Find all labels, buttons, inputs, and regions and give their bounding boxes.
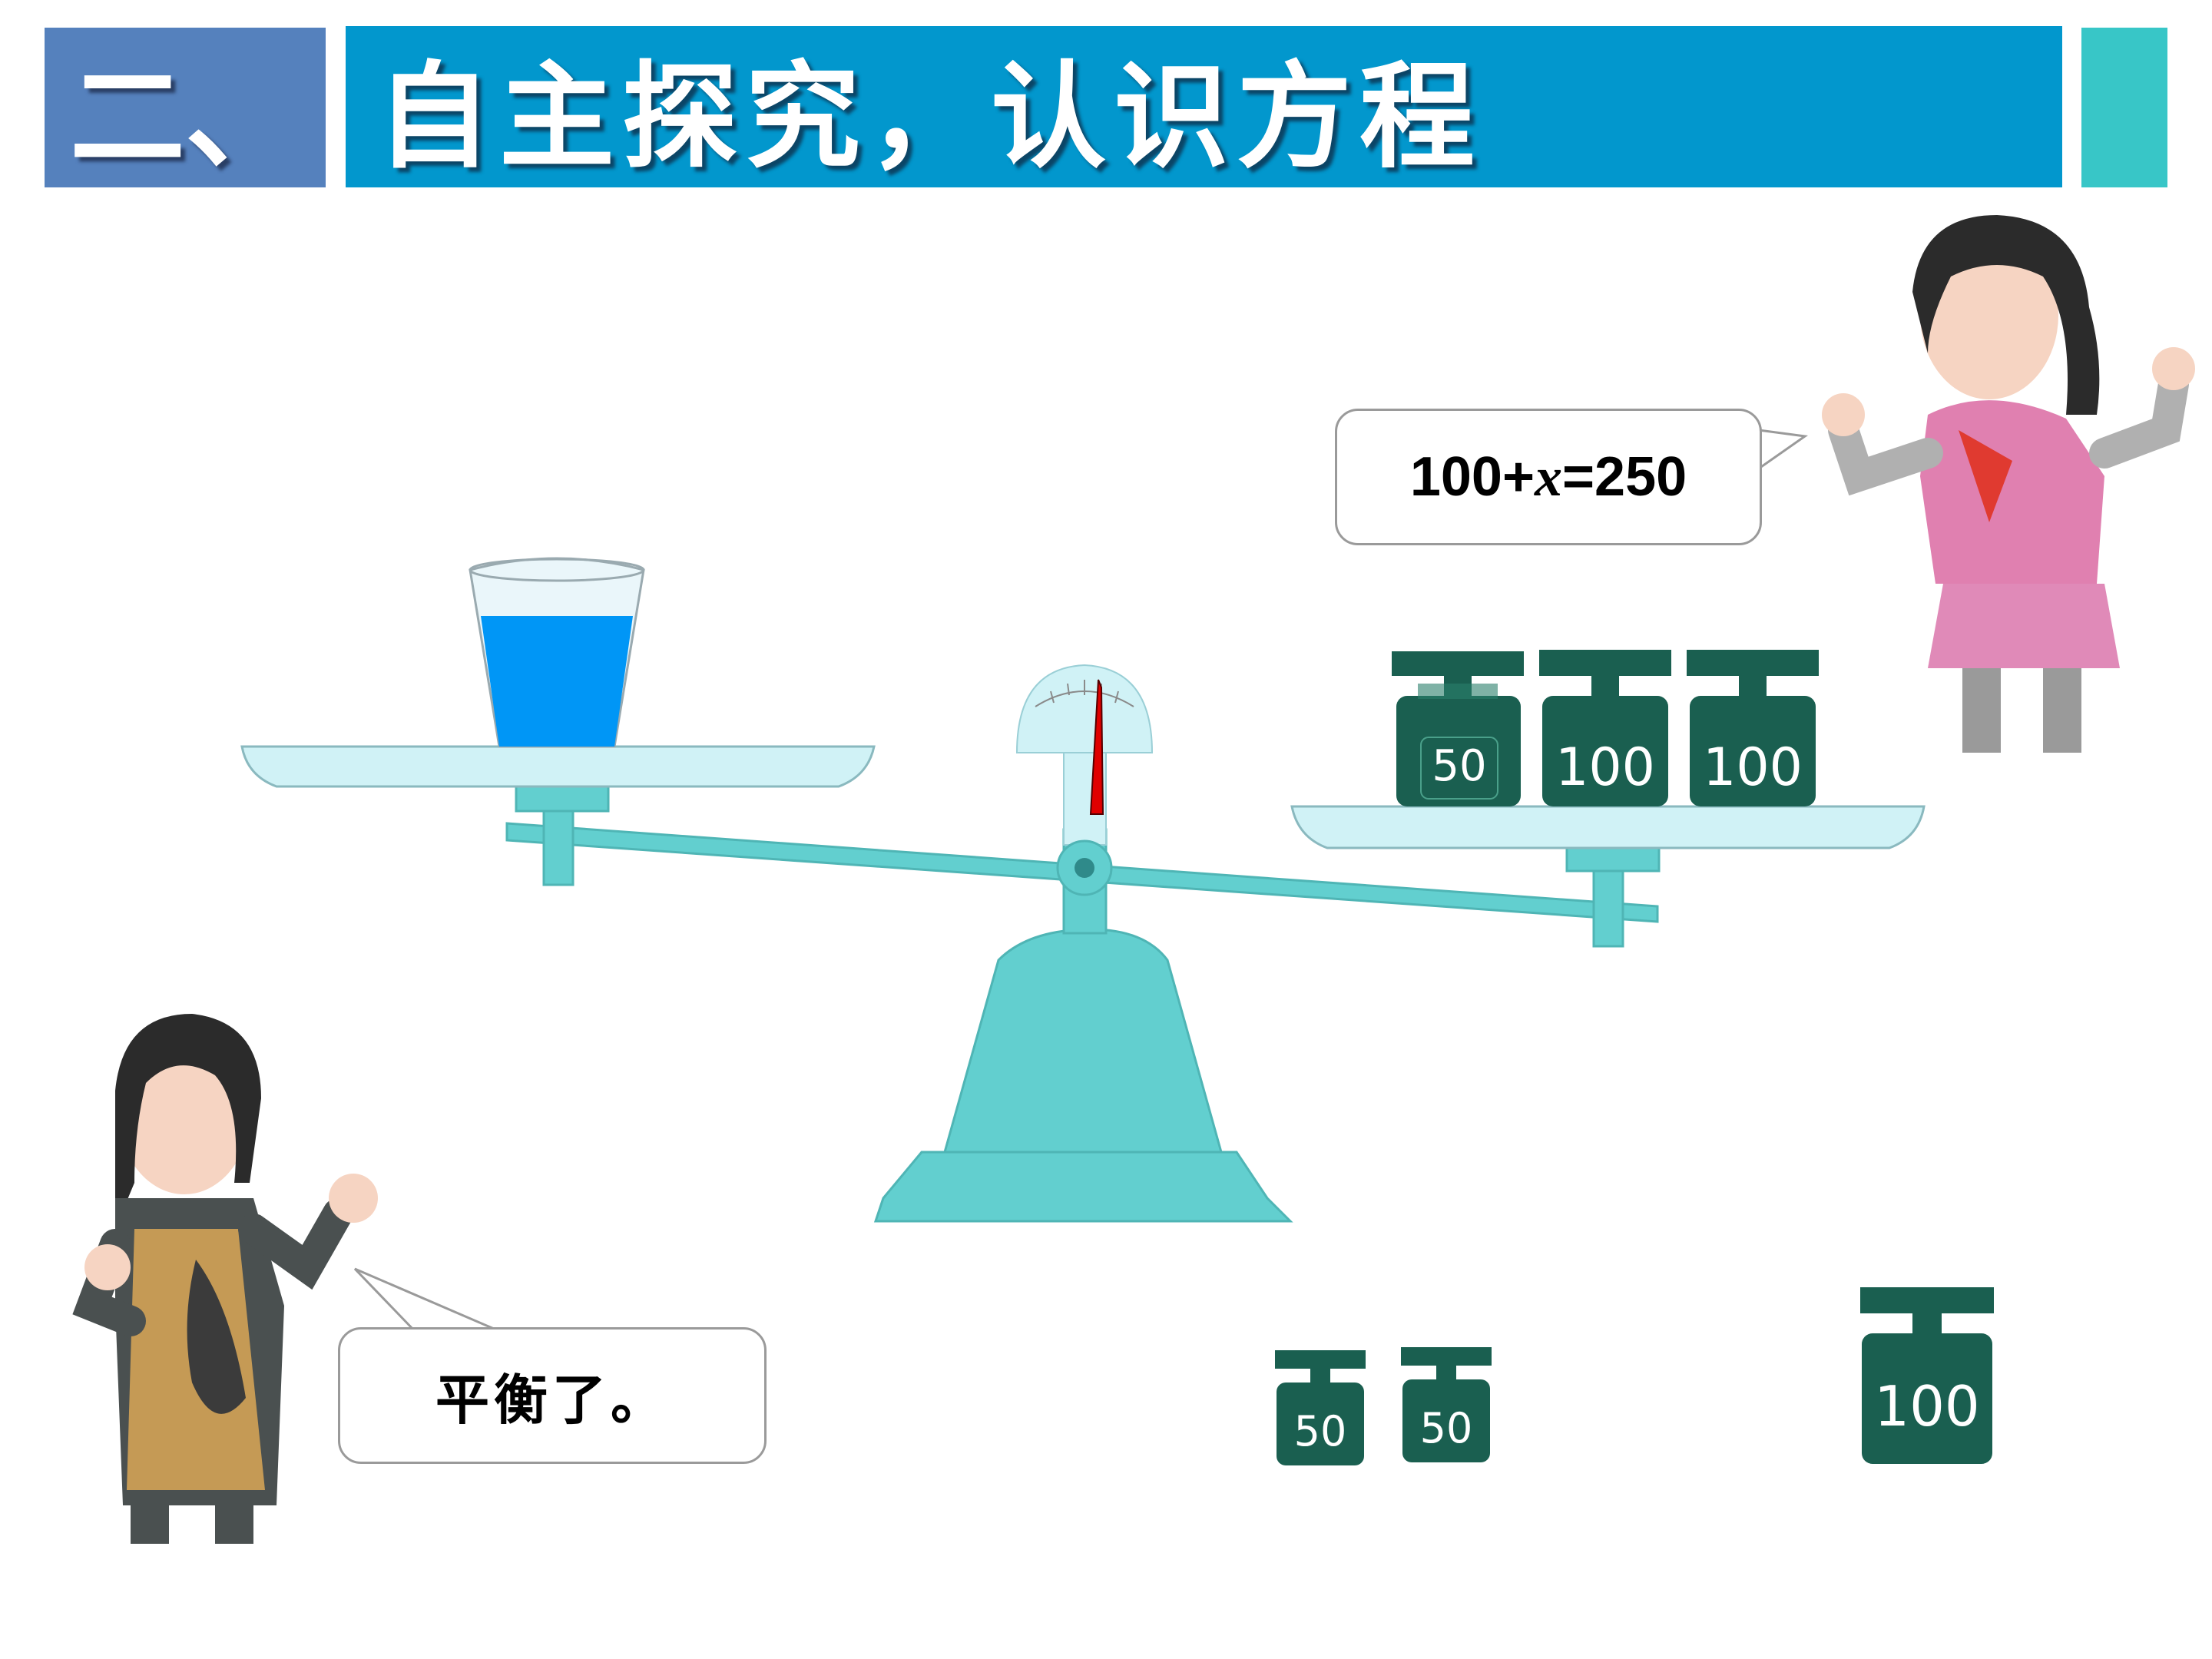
girl-left-illustration — [72, 1014, 378, 1544]
weight-label: 100 — [1703, 737, 1803, 798]
scale-beam — [505, 805, 1659, 948]
equation-speech-bubble: 100+x=250 — [1335, 409, 1762, 545]
balance-speech-bubble: 平衡了。 — [338, 1327, 767, 1464]
water-cup — [469, 557, 645, 748]
loose-weight-50-a: 50 — [1275, 1350, 1366, 1465]
page-title: 自主探究，认识方程 — [346, 26, 2062, 187]
balance-text: 平衡了。 — [435, 1368, 669, 1432]
weight-label: 50 — [1420, 1404, 1473, 1452]
scale-dial — [1015, 664, 1154, 846]
right-pan — [1290, 805, 1926, 873]
balance-bubble-tail — [353, 1267, 500, 1333]
girl-right-illustration — [1822, 215, 2195, 753]
equation-suffix: =250 — [1562, 446, 1687, 508]
weight-label: 100 — [1874, 1374, 1979, 1439]
scale-needle — [1089, 679, 1104, 815]
weight-label: 100 — [1555, 737, 1655, 798]
loose-weight-50-b: 50 — [1401, 1347, 1492, 1462]
equation-bubble-tail — [1757, 429, 1809, 471]
equation-variable: x — [1535, 445, 1562, 508]
weight-label: 50 — [1294, 1407, 1347, 1455]
left-pan — [240, 745, 876, 813]
weight-label: 50 — [1432, 741, 1486, 791]
weight-on-scale-100-b: 100 — [1687, 650, 1819, 806]
loose-weight-100: 100 — [1860, 1287, 1994, 1464]
weight-on-scale-50: 50 — [1392, 651, 1524, 806]
header-accent-block — [2081, 28, 2167, 187]
section-number: 二、 — [45, 28, 326, 187]
equation-prefix: 100+ — [1409, 446, 1535, 508]
weight-on-scale-100-a: 100 — [1539, 650, 1671, 806]
